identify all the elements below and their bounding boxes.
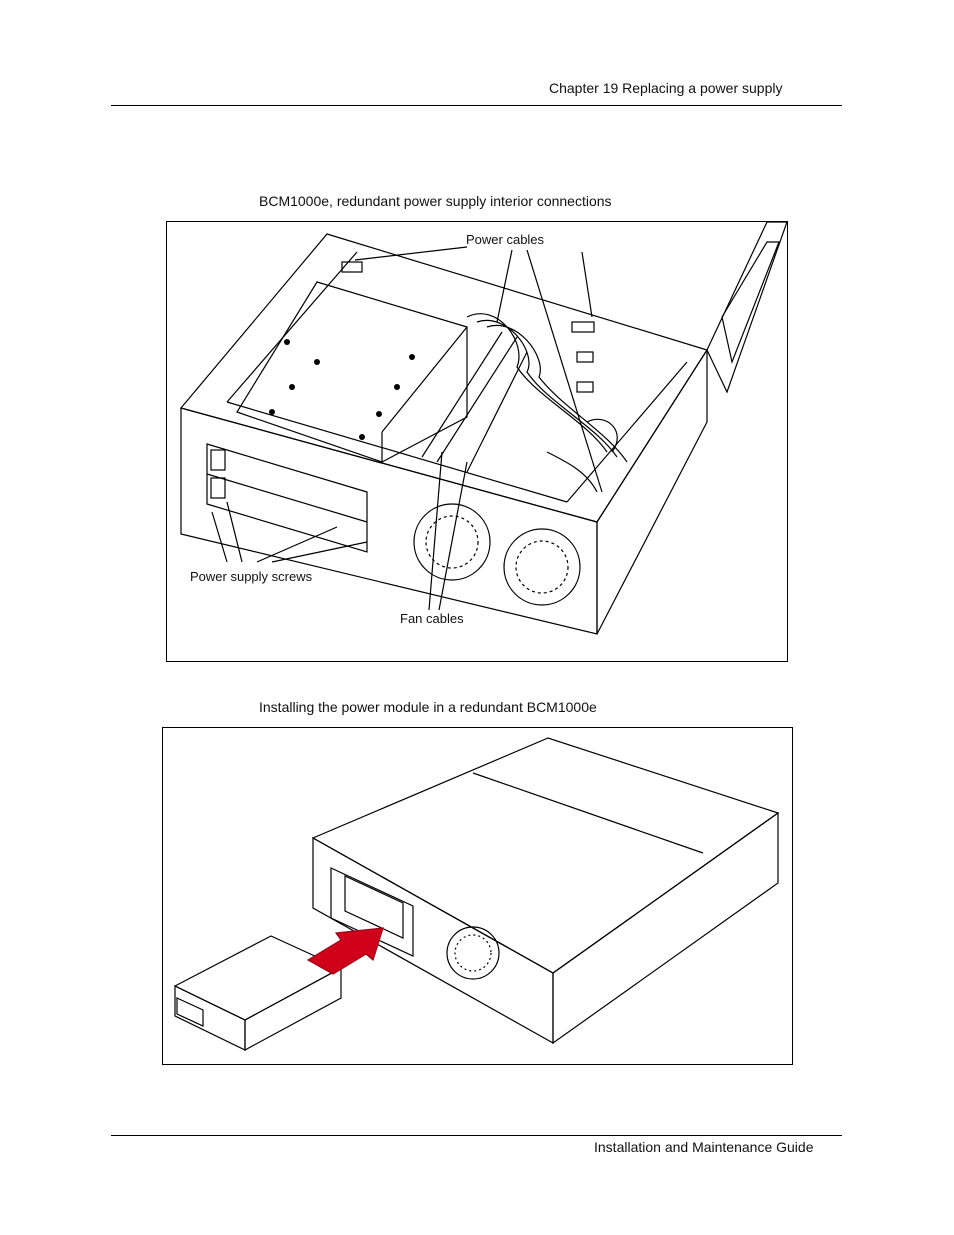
footer-rule xyxy=(111,1135,842,1136)
label-fan-cables: Fan cables xyxy=(400,611,464,626)
figure1-caption: BCM1000e, redundant power supply interio… xyxy=(259,193,612,209)
running-footer: Installation and Maintenance Guide xyxy=(594,1139,814,1155)
figure2-illustration xyxy=(173,737,780,1052)
header-rule xyxy=(111,105,842,106)
figure2-frame xyxy=(162,727,793,1065)
figure1-illustration xyxy=(179,222,787,635)
label-power-cables: Power cables xyxy=(466,232,545,247)
running-header: Chapter 19 Replacing a power supply xyxy=(549,80,783,96)
figure2-caption: Installing the power module in a redunda… xyxy=(259,699,597,715)
label-power-supply-screws: Power supply screws xyxy=(190,569,313,584)
insert-arrow xyxy=(306,927,384,975)
figure1-frame xyxy=(166,221,788,662)
